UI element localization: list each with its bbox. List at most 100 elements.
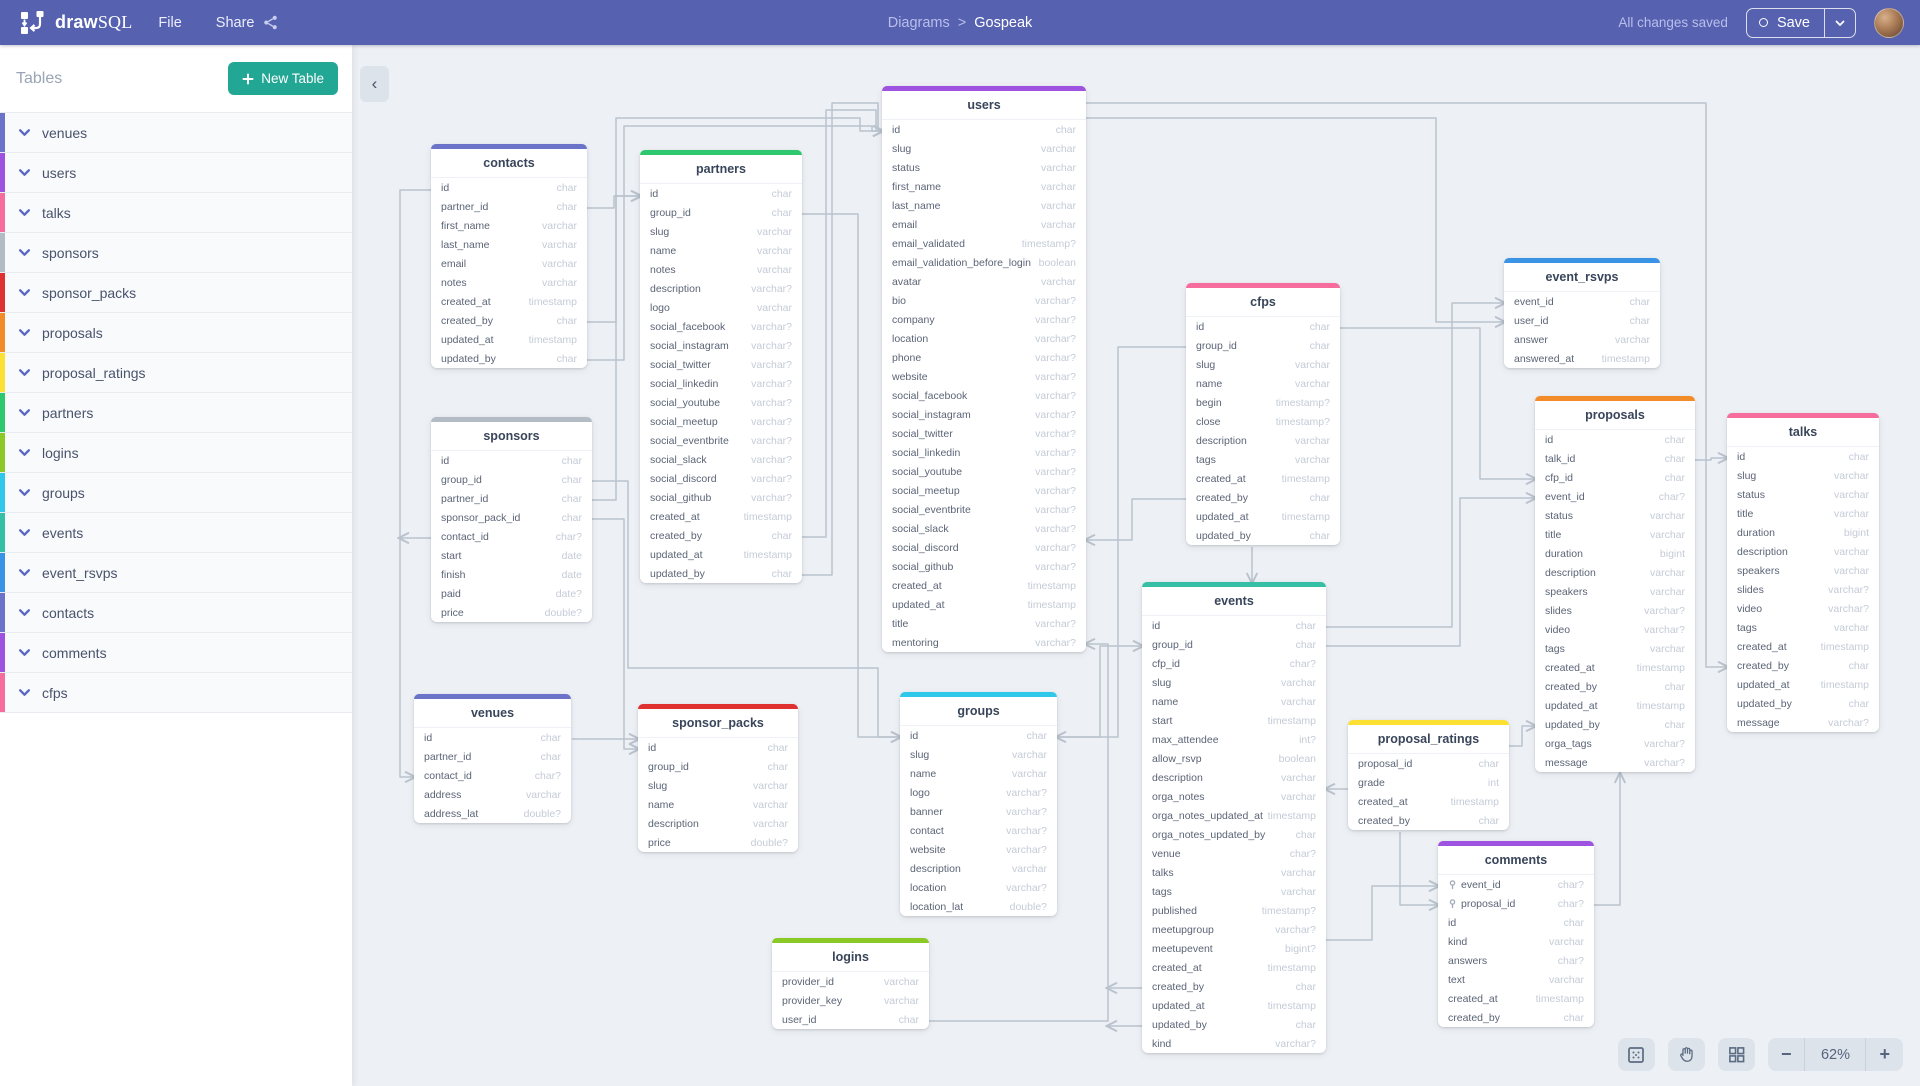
zoom-out-button[interactable]: − <box>1780 1044 1792 1064</box>
sidebar-item-comments[interactable]: comments <box>0 633 352 673</box>
sidebar-item-proposal_ratings[interactable]: proposal_ratings <box>0 353 352 393</box>
breadcrumb-diagrams[interactable]: Diagrams <box>887 14 950 31</box>
snap-grid-button[interactable] <box>1617 1038 1655 1071</box>
sidebar-item-event_rsvps[interactable]: event_rsvps <box>0 553 352 593</box>
pan-tool-button[interactable] <box>1667 1038 1705 1071</box>
layout-grid-button[interactable] <box>1717 1038 1755 1071</box>
menu-file[interactable]: File <box>158 14 182 31</box>
sidebar-item-users[interactable]: users <box>0 153 352 193</box>
sidebar-item-partners[interactable]: partners <box>0 393 352 433</box>
sidebar-collapse-button[interactable]: ‹ <box>360 66 389 102</box>
sidebar-item-logins[interactable]: logins <box>0 433 352 473</box>
